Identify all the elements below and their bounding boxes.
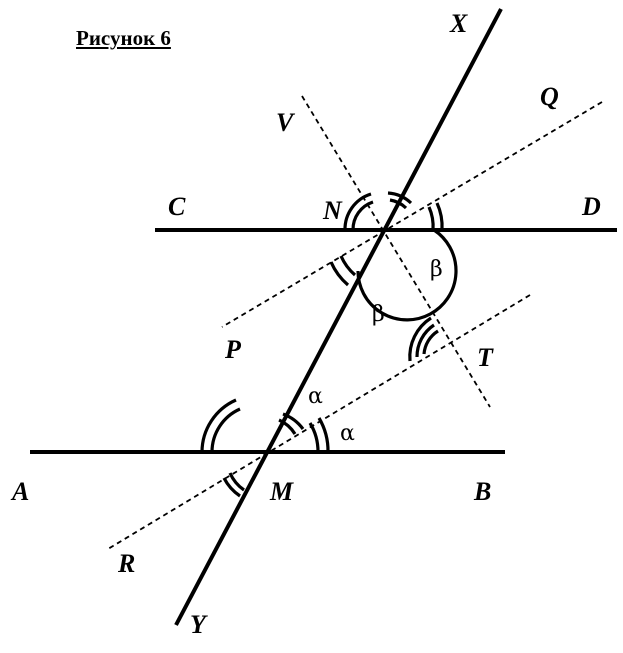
- label-n: N: [322, 196, 343, 225]
- angle-label-alpha-upper: α: [308, 384, 323, 409]
- label-x: X: [449, 9, 468, 38]
- angle-label-beta-upper: β: [430, 257, 443, 282]
- label-c: C: [168, 192, 186, 221]
- angle-marks-t: [408, 316, 439, 362]
- label-t: T: [477, 343, 494, 372]
- angle-marks-m: [200, 398, 330, 498]
- label-q: Q: [540, 82, 559, 111]
- label-r: R: [117, 549, 135, 578]
- angle-marks-n: [329, 191, 458, 322]
- line-xy: [174, 8, 503, 626]
- label-d: D: [581, 192, 601, 221]
- label-a: A: [10, 477, 29, 506]
- label-b: B: [473, 477, 491, 506]
- label-p: P: [224, 335, 242, 364]
- angle-label-beta-lower: β: [372, 302, 385, 327]
- line-pq: [221, 101, 603, 328]
- angle-label-alpha-right: α: [340, 421, 355, 446]
- line-vt: [301, 95, 491, 408]
- label-v: V: [276, 108, 296, 137]
- line-rt: [107, 294, 531, 550]
- label-m: M: [269, 477, 294, 506]
- label-y: Y: [190, 610, 208, 639]
- figure-title: Рисунок 6: [76, 26, 171, 50]
